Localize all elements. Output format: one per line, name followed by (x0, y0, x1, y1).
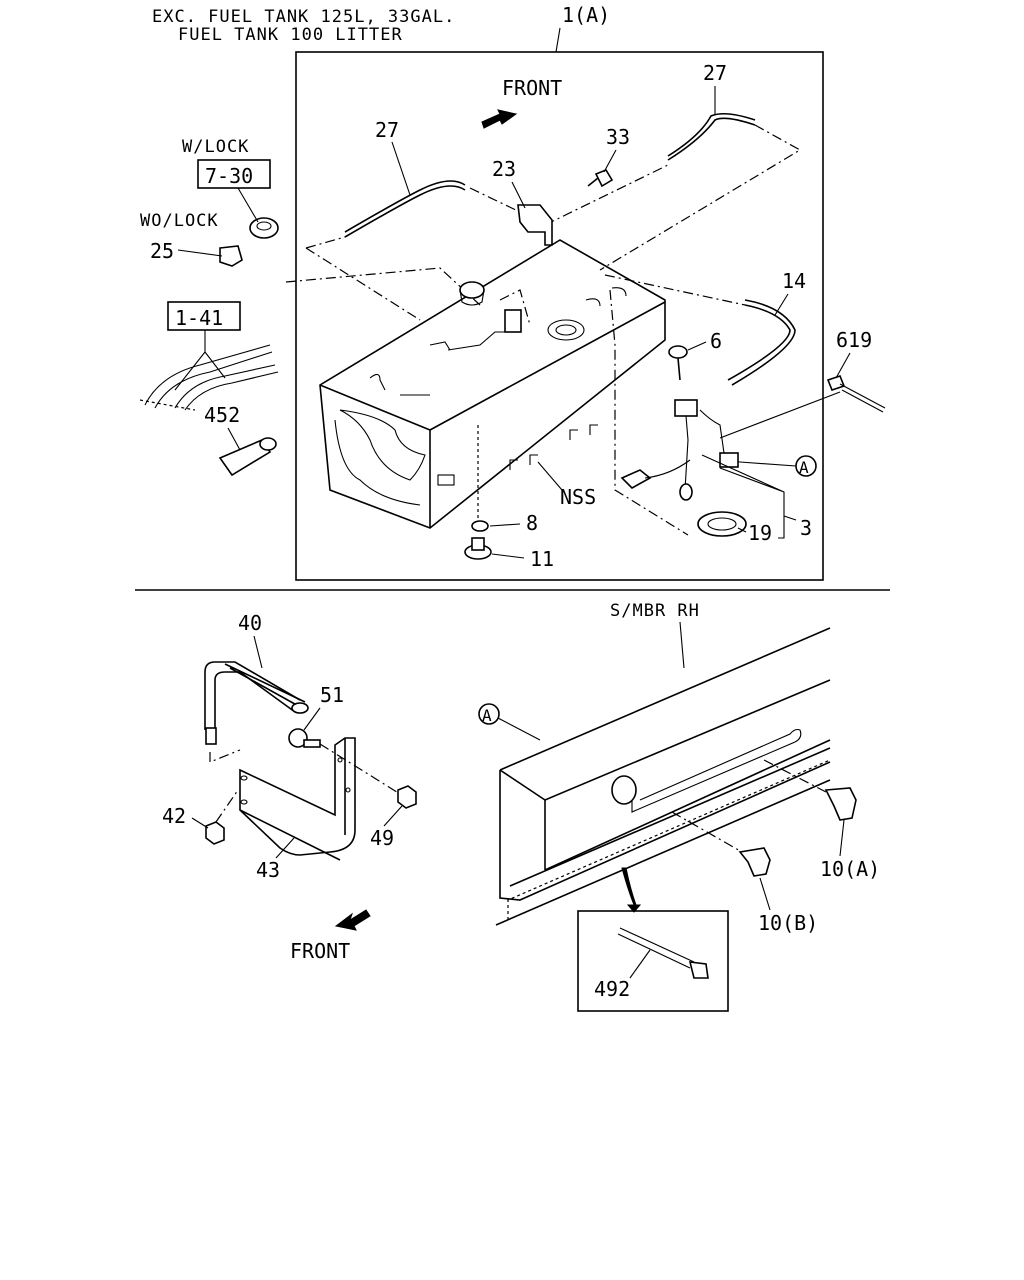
label-14: 14 (782, 269, 806, 293)
ref-7-30: 7-30 (205, 164, 253, 188)
drain-plug-11 (464, 537, 492, 560)
bracket-23 (517, 204, 553, 246)
label-33: 33 (606, 125, 630, 149)
callout-a-lower: A (482, 706, 492, 725)
label-49: 49 (370, 826, 394, 850)
ref-box-1-41 (167, 301, 241, 331)
label-43: 43 (256, 858, 280, 882)
label-27-right: 27 (703, 61, 727, 85)
gasket-19 (697, 511, 747, 537)
frame-label: S/MBR RH (610, 601, 700, 621)
tank-fittings (369, 281, 627, 396)
variant-with-lock: W/LOCK (182, 137, 249, 157)
label-10b: 10(B) (758, 911, 818, 935)
strap-40 (204, 661, 309, 745)
fuel-cap-25 (219, 245, 243, 267)
washer-8 (471, 520, 489, 532)
label-8: 8 (526, 511, 538, 535)
detail-box (577, 910, 729, 1012)
label-10a: 10(A) (820, 857, 880, 881)
label-19: 19 (748, 521, 772, 545)
label-492: 492 (594, 977, 630, 1001)
label-23: 23 (492, 157, 516, 181)
label-3: 3 (800, 516, 812, 540)
clip-619 (719, 375, 886, 439)
screw-33 (587, 169, 614, 188)
hose-27-left (344, 180, 466, 233)
bolt-51 (288, 728, 401, 795)
label-452: 452 (204, 403, 240, 427)
frame-hole (611, 775, 637, 805)
front-arrow-bottom: FRONT (290, 909, 371, 963)
label-nss: NSS (560, 485, 596, 509)
detail-pointer (621, 867, 642, 913)
assembly-label: 1(A) (562, 3, 610, 27)
label-11: 11 (530, 547, 554, 571)
clip-10a (763, 759, 857, 821)
ref-box-7-30 (197, 159, 271, 189)
label-25: 25 (150, 239, 174, 263)
label-51: 51 (320, 683, 344, 707)
svg-text:FRONT: FRONT (502, 76, 562, 100)
fuel-tank (319, 239, 666, 529)
callout-a-upper: A (799, 458, 809, 477)
filler-hoses (139, 344, 279, 411)
ref-1-41: 1-41 (175, 306, 223, 330)
label-619: 619 (836, 328, 872, 352)
header-line-2: FUEL TANK 100 LITTER (178, 25, 403, 45)
front-arrow-top: FRONT (481, 76, 562, 129)
clip-10b (671, 811, 771, 877)
cable-tie-492 (617, 927, 709, 979)
side-member-rh (495, 627, 831, 926)
label-6: 6 (710, 329, 722, 353)
variant-without-lock: WO/LOCK (140, 211, 219, 231)
nut-42 (205, 789, 239, 845)
svg-text:FRONT: FRONT (290, 939, 350, 963)
label-40: 40 (238, 611, 262, 635)
fuel-pump-sender-3 (620, 399, 741, 501)
part-452 (218, 437, 277, 477)
hose-14 (727, 304, 791, 381)
assembly-leader (555, 27, 561, 53)
screw-6 (668, 345, 688, 381)
fuel-cap-with-lock (249, 217, 279, 239)
header-line-1: EXC. FUEL TANK 125L, 33GAL. (152, 7, 455, 27)
bracket-43 (239, 737, 356, 861)
fuel-pump-flange (547, 319, 585, 341)
callout-a-lower-circle (478, 703, 500, 725)
hose-27-right (667, 117, 756, 161)
nut-49 (397, 785, 417, 809)
label-27-left: 27 (375, 118, 399, 142)
assembly-frame (295, 51, 824, 581)
label-42: 42 (162, 804, 186, 828)
